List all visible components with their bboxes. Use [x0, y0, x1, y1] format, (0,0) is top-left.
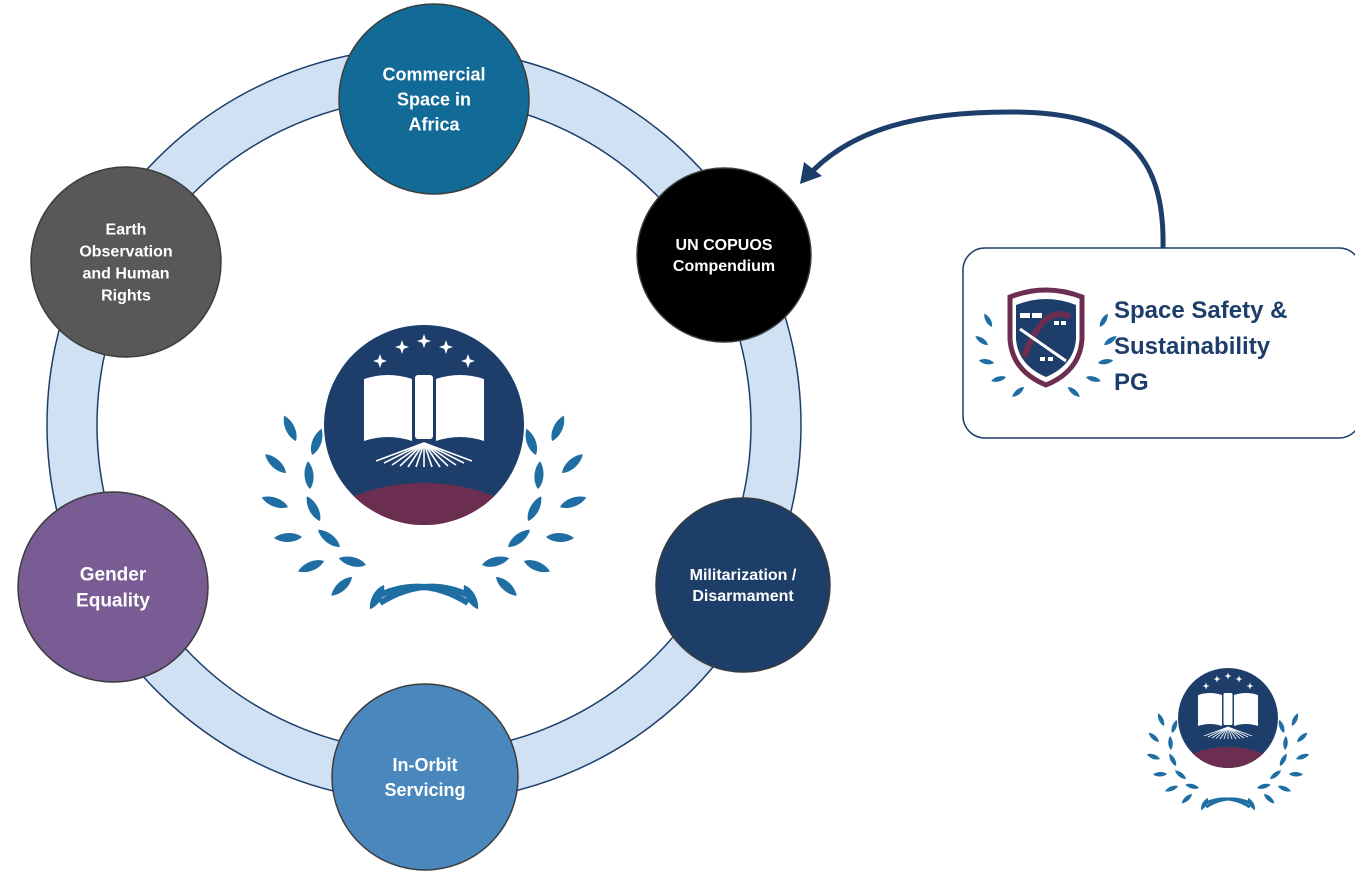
shield-icon: [973, 287, 1119, 399]
node-un-copuos: UN COPUOS Compendium: [636, 167, 812, 343]
node-label-line: Space in: [397, 89, 471, 109]
node-circle: [636, 167, 812, 343]
node-militarization: Militarization / Disarmament: [655, 497, 831, 673]
project-group-box[interactable]: Space Safety & Sustainability PG: [962, 247, 1355, 439]
emblem-logo-small: [1146, 668, 1310, 817]
node-label-line: Earth: [106, 222, 147, 239]
node-circle: [331, 683, 519, 871]
connector-arrow: [800, 109, 1166, 249]
node-label-line: Servicing: [384, 780, 465, 800]
node-label-line: Gender: [80, 565, 147, 586]
node-label-line: Disarmament: [692, 588, 794, 605]
node-label-line: and Human: [82, 266, 169, 283]
node-circle: [338, 3, 530, 195]
node-label: Militarization / Disarmament: [690, 567, 797, 605]
project-group-title: Space Safety & Sustainability PG: [1114, 297, 1294, 396]
node-circle: [17, 491, 209, 683]
node-label-line: Compendium: [673, 258, 775, 275]
node-label-line: Africa: [408, 114, 460, 134]
node-label-line: Equality: [76, 591, 150, 612]
node-circle: [30, 166, 222, 358]
node-label-line: Militarization /: [690, 567, 797, 584]
node-label-line: Commercial: [382, 64, 485, 84]
emblem-logo: [260, 325, 588, 623]
node-circle: [655, 497, 831, 673]
node-label: UN COPUOS Compendium: [673, 237, 775, 275]
node-label-line: UN COPUOS: [676, 237, 773, 254]
node-label-line: Observation: [79, 244, 172, 261]
satellite-icon: [1020, 313, 1066, 361]
node-label-line: Rights: [101, 288, 151, 305]
node-label-line: In-Orbit: [393, 755, 458, 775]
